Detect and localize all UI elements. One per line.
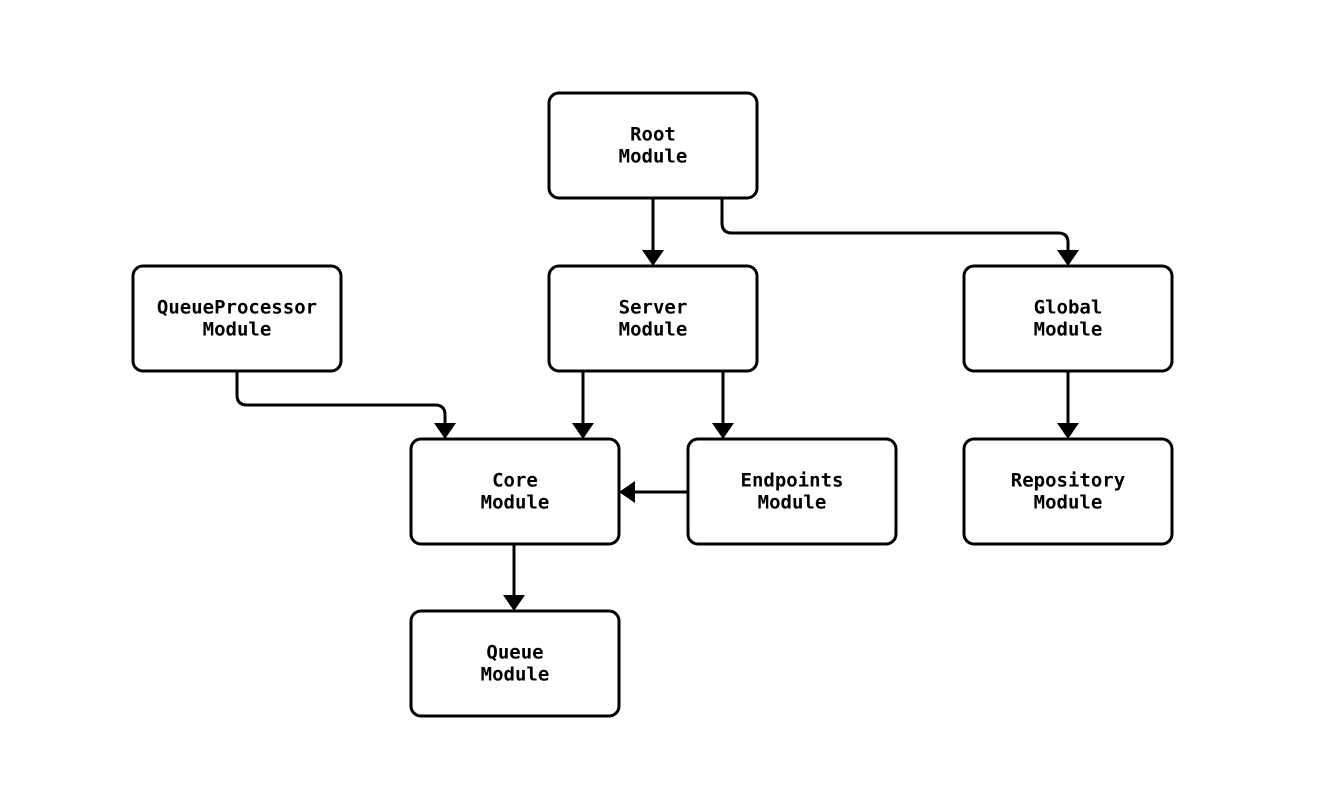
node-repository-label-line1: Repository	[1011, 470, 1125, 492]
node-core-label-line1: Core	[492, 470, 538, 492]
node-repository-label-line2: Module	[1034, 492, 1103, 514]
arrowhead-server-to-endpoints	[712, 423, 734, 439]
node-global-box	[962, 264, 1174, 373]
node-server-label-line2: Module	[619, 319, 688, 341]
arrowhead-endpoints-to-core	[619, 481, 635, 503]
node-root-label-line1: Root	[630, 124, 676, 146]
arrowhead-root-to-global	[1057, 250, 1079, 266]
node-repository-box	[962, 437, 1174, 546]
node-core-box	[409, 437, 621, 546]
node-root-box	[547, 91, 759, 200]
node-endpoints-label-line2: Module	[758, 492, 827, 514]
arrowhead-queueprocessor-to-core	[434, 423, 456, 439]
node-endpoints-box	[686, 437, 898, 546]
node-queueprocessor-label-line1: QueueProcessor	[157, 297, 317, 319]
node-queue-box	[409, 609, 621, 718]
node-endpoints-label-line1: Endpoints	[741, 470, 844, 492]
node-queue-label-line1: Queue	[486, 642, 543, 664]
node-queueprocessor-box	[131, 264, 343, 373]
edge-root-to-global	[720, 196, 1070, 254]
node-queueprocessor-label-line2: Module	[203, 319, 272, 341]
arrowhead-global-to-repository	[1057, 423, 1079, 439]
node-queue-label-line2: Module	[481, 664, 550, 686]
edge-queueprocessor-to-core	[235, 369, 447, 427]
arrowhead-root-to-server	[642, 250, 664, 266]
arrowhead-core-to-queue	[503, 595, 525, 611]
node-server-box	[547, 264, 759, 373]
node-core-label-line2: Module	[481, 492, 550, 514]
arrowhead-server-to-core	[572, 423, 594, 439]
node-server-label-line1: Server	[619, 297, 688, 319]
node-global-label-line2: Module	[1034, 319, 1103, 341]
node-global-label-line1: Global	[1034, 297, 1103, 319]
node-root-label-line2: Module	[619, 146, 688, 168]
